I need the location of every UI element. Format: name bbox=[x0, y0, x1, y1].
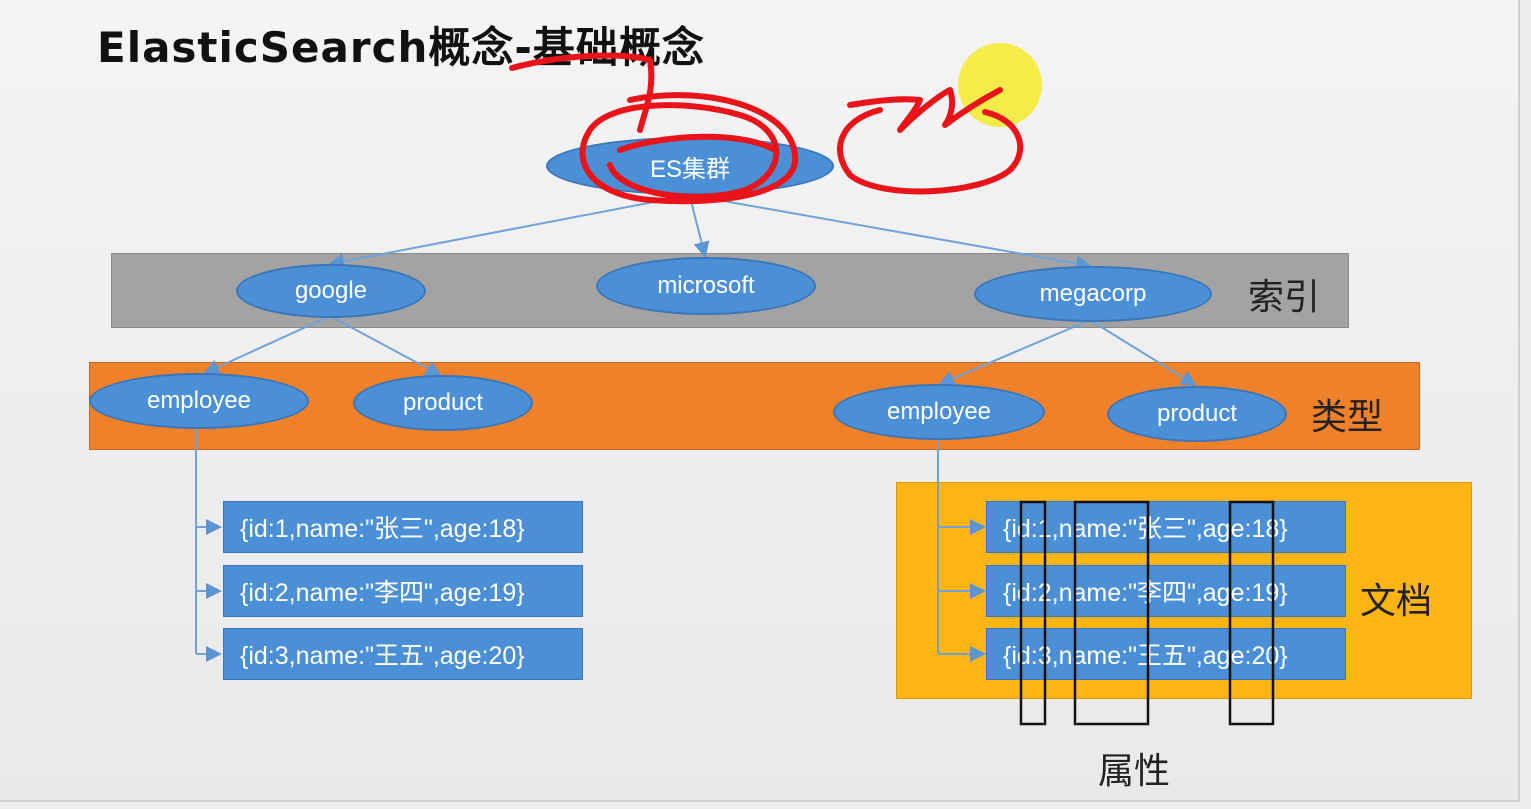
doc-right-3: {id:3,name:"王五",age:20} bbox=[986, 628, 1346, 680]
label-attribute: 属性 bbox=[1098, 751, 1171, 792]
label-document: 文档 bbox=[1360, 581, 1433, 622]
label-index: 索引 bbox=[1248, 277, 1321, 318]
edge-cluster-microsoft bbox=[689, 196, 710, 258]
node-index-megacorp: megacorp bbox=[974, 266, 1212, 322]
node-label: employee bbox=[146, 387, 252, 414]
node-type-product-right: product bbox=[1107, 386, 1287, 442]
doc-left-1: {id:1,name:"张三",age:18} bbox=[223, 501, 583, 553]
node-type-product-left: product bbox=[353, 375, 533, 431]
node-index-microsoft: microsoft bbox=[596, 257, 816, 315]
node-label: product bbox=[402, 389, 484, 416]
node-es-cluster-label: ES集群 bbox=[649, 155, 730, 183]
slide-title: ElasticSearch概念-基础概念 bbox=[97, 23, 705, 72]
node-label: megacorp bbox=[1039, 280, 1147, 307]
node-es-cluster: ES集群 bbox=[546, 137, 834, 195]
doc-right-2: {id:2,name:"李四",age:19} bbox=[986, 565, 1346, 617]
node-label: microsoft bbox=[657, 272, 755, 299]
node-label: employee bbox=[886, 398, 992, 425]
node-type-employee-left: employee bbox=[89, 373, 309, 429]
label-type: 类型 bbox=[1311, 397, 1384, 438]
node-index-google: google bbox=[236, 264, 426, 318]
doc-left-2: {id:2,name:"李四",age:19} bbox=[223, 565, 583, 617]
node-label: product bbox=[1156, 400, 1238, 427]
doc-right-1: {id:1,name:"张三",age:18} bbox=[986, 501, 1346, 553]
node-type-employee-right: employee bbox=[833, 384, 1045, 440]
doc-left-3: {id:3,name:"王五",age:20} bbox=[223, 628, 583, 680]
node-label: google bbox=[294, 277, 368, 304]
